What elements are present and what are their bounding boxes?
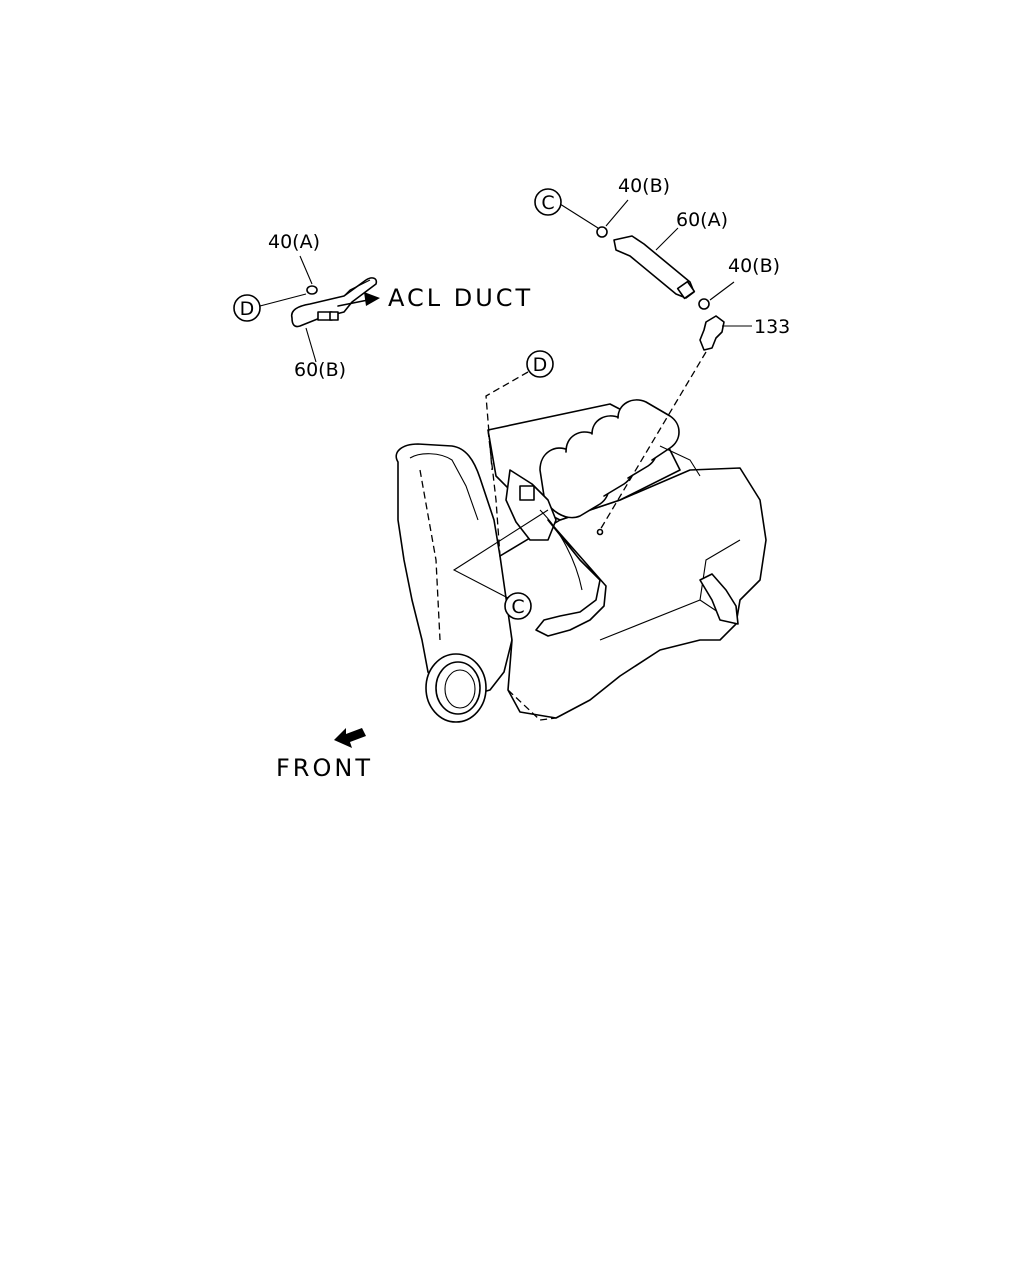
engine-mount [699,573,739,625]
callout-d-engine: D [526,350,554,378]
label-clip-40b-top: 40(B) [618,175,670,197]
breather-hose-b-assembly [259,255,380,363]
callout-d-upper: D [233,294,261,322]
svg-text:C: C [511,596,524,618]
label-hose-60b: 60(B) [294,359,346,381]
label-acl-duct: ACL DUCT [388,284,533,312]
crank-pulley [425,653,487,723]
hose-60b [290,277,378,328]
engine-block [395,399,767,723]
svg-text:D: D [533,354,548,376]
svg-text:D: D [240,298,255,320]
cylinder-block [499,467,767,719]
leader-c-engine [452,509,549,599]
clip-40b-top [596,226,608,238]
breather-hose-a-assembly [559,199,752,531]
label-clip-40a: 40(A) [268,231,320,253]
leader-d-engine [485,371,529,471]
throttle-bracket [505,469,557,541]
label-hose-60a: 60(A) [676,209,728,231]
callout-c-upper: C [534,188,562,216]
pcv-fitting-133 [699,315,725,351]
pcv-port [596,528,604,536]
callout-c-engine: C [504,592,532,620]
acl-duct-arrow [364,292,380,306]
svg-text:C: C [541,192,554,214]
front-arrow-icon [334,728,366,748]
clip-40a [306,285,318,295]
clip-40b-mid [698,298,710,310]
label-front: FRONT [276,754,373,782]
front-direction-indicator: FRONT [276,728,373,782]
label-clip-40b-mid: 40(B) [728,255,780,277]
label-fitting-133: 133 [754,316,790,338]
